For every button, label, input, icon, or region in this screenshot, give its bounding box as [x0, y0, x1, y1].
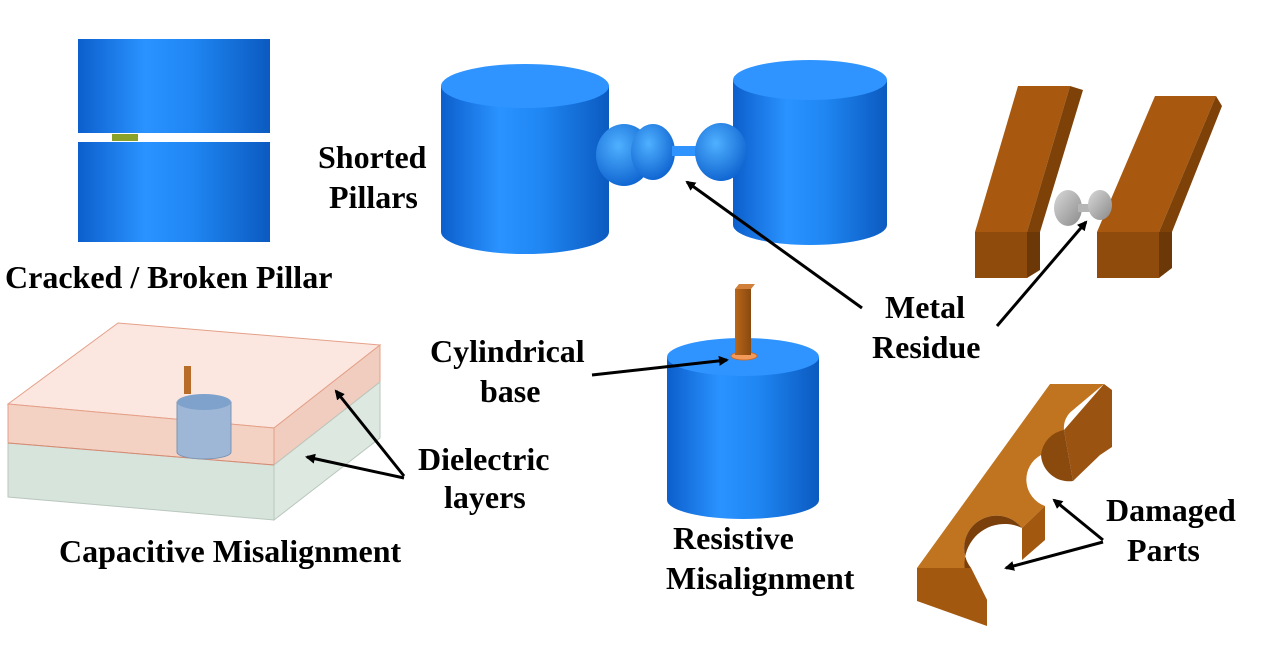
- res-copper-pin: [735, 289, 751, 355]
- cylindrical-base-label-1: Cylindrical: [430, 333, 585, 369]
- damaged-parts-label-2: Parts: [1127, 532, 1200, 568]
- cylindrical-base-arrow: [591, 355, 729, 377]
- cracked-pillar-figure: [78, 39, 270, 242]
- damaged-bar-top: [917, 384, 1104, 568]
- residue-neck: [672, 146, 704, 156]
- shorted-pillars-label-1: Shorted: [318, 139, 427, 175]
- crack-residue: [112, 134, 138, 141]
- left-bar-front: [975, 232, 1027, 278]
- shorted-pillars-label-2: Pillars: [329, 179, 418, 215]
- resistive-label-2: Misalignment: [666, 560, 855, 596]
- metal-residue-label-1: Metal: [885, 289, 965, 325]
- damaged-bar-front-left: [917, 568, 987, 626]
- layer-boundary: [7, 442, 275, 466]
- dielectric-arrow-upper: [334, 389, 406, 477]
- metal-residue-label-2: Residue: [872, 329, 980, 365]
- residue-ball-3: [695, 123, 747, 181]
- right-bar-front: [1097, 232, 1159, 278]
- dielectric-label-2: layers: [444, 479, 526, 515]
- dielectric-label-1: Dielectric: [418, 441, 549, 477]
- left-bar-front-side: [1027, 232, 1040, 278]
- gray-residue-neck: [1078, 204, 1092, 212]
- resistive-label-1: Resistive: [673, 520, 794, 556]
- metal-residue-arrow-left: [685, 180, 863, 310]
- left-bar-side: [1027, 86, 1083, 232]
- pillar-lower-half: [78, 142, 270, 242]
- gray-residue-left: [1054, 190, 1082, 226]
- left-pillar-top: [441, 64, 609, 108]
- res-pillar-body: [667, 357, 819, 519]
- metal-residue-arrow-right: [995, 220, 1088, 327]
- pillar-upper-half: [78, 39, 270, 133]
- damaged-bar-side: [1064, 384, 1112, 481]
- damaged-bar-front-mid: [1022, 506, 1045, 560]
- crack-gap: [78, 133, 270, 142]
- resistive-misalignment-figure: [667, 284, 819, 519]
- res-copper-pin-top: [735, 284, 755, 289]
- notch-upper-inner: [1041, 430, 1073, 482]
- left-bar-top: [975, 86, 1070, 232]
- damaged-arrow-lower: [1004, 540, 1104, 571]
- shorted-pillars-figure: [441, 60, 887, 254]
- damaged-parts-figure: [917, 384, 1112, 626]
- left-pillar-body: [441, 86, 609, 254]
- gray-residue-right: [1088, 190, 1112, 220]
- capacitive-misalignment-figure: [6, 322, 382, 522]
- damaged-parts-label-1: Damaged: [1106, 492, 1236, 528]
- right-bar-top: [1097, 96, 1216, 232]
- cap-top-pin: [184, 366, 191, 394]
- dielectric-arrow-lower: [305, 453, 405, 480]
- cracked-pillar-label: Cracked / Broken Pillar: [5, 259, 332, 295]
- damaged-arrow-upper: [1052, 498, 1104, 542]
- residue-ball-2: [631, 124, 675, 180]
- right-bar-front-side: [1159, 232, 1172, 278]
- cap-pillar-top: [177, 394, 231, 410]
- right-pillar-top: [733, 60, 887, 100]
- right-pillar-body: [733, 80, 887, 245]
- dielectric-bottom-side: [273, 380, 381, 522]
- capacitive-label: Capacitive Misalignment: [59, 533, 402, 569]
- copper-bars-residue-figure: [975, 86, 1222, 278]
- cap-pillar-body: [176, 401, 232, 460]
- notch-lower-inner: [964, 515, 1022, 600]
- right-bar-side: [1159, 96, 1222, 232]
- cylindrical-base-label-2: base: [480, 373, 540, 409]
